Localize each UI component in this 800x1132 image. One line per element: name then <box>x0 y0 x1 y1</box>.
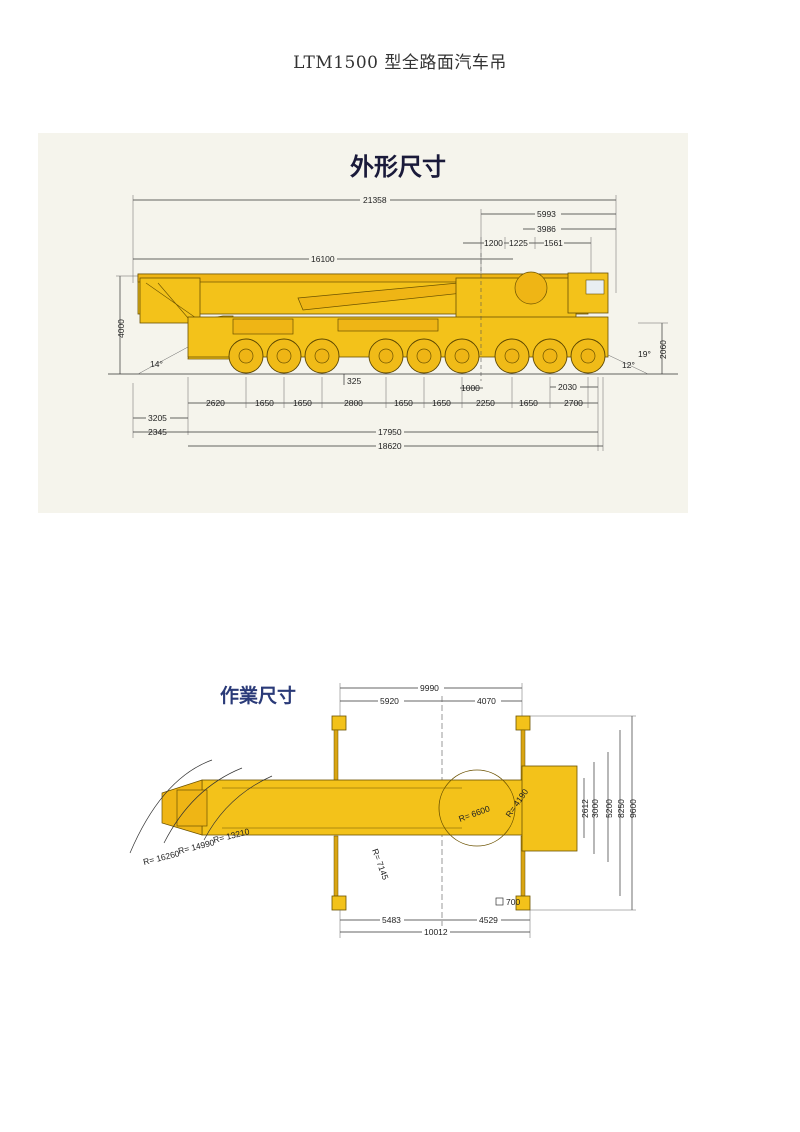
slew-ring <box>438 769 516 847</box>
dim-18620: 18620 <box>378 441 402 451</box>
axle-spacing-2: 1650 <box>255 398 274 408</box>
dim-2612: 2612 <box>580 799 590 818</box>
dim-4529: 4529 <box>479 915 498 925</box>
radius-14990: R= 14990 <box>177 837 216 856</box>
figure2-title: 作業尺寸 <box>220 684 296 707</box>
axle-spacing-6: 1650 <box>432 398 451 408</box>
dim-4070: 4070 <box>477 696 496 706</box>
dim-1000: 1000 <box>461 383 480 393</box>
dim-2345: 2345 <box>148 427 167 437</box>
dim-1561: 1561 <box>544 238 563 248</box>
axle-spacing-7: 2250 <box>476 398 495 408</box>
axle-spacing-8: 1650 <box>519 398 538 408</box>
dim-9990: 9990 <box>420 683 439 693</box>
dim-overall-length: 21358 <box>363 195 387 205</box>
dim-5993: 5993 <box>537 209 556 219</box>
document-title: LTM1500 型全路面汽车吊 <box>293 53 507 73</box>
axle-spacing-1: 2620 <box>206 398 225 408</box>
dim-9600: 9600 <box>628 799 638 818</box>
dim-700: 700 <box>506 897 520 907</box>
dim-10012: 10012 <box>424 927 448 937</box>
dim-3000: 3000 <box>590 799 600 818</box>
dim-5483: 5483 <box>382 915 401 925</box>
dim-height-4000: 4000 <box>116 319 126 338</box>
dim-5920: 5920 <box>380 696 399 706</box>
axle-spacing-9: 2700 <box>564 398 583 408</box>
boom-top <box>201 779 543 836</box>
axle-spacing-4: 2800 <box>344 398 363 408</box>
radius-7145: R= 7145 <box>370 847 391 881</box>
dim-3986: 3986 <box>537 224 556 234</box>
radius-16260: R= 16260 <box>142 848 181 867</box>
dim-1200: 1200 <box>484 238 503 248</box>
pad-700-marker <box>495 897 504 906</box>
winch <box>514 271 548 305</box>
dim-3205: 3205 <box>148 413 167 423</box>
dim-height-2060: 2060 <box>658 340 668 359</box>
dim-8250: 8250 <box>616 799 626 818</box>
angle-19: 19° <box>638 349 651 359</box>
crane-side-view <box>137 253 609 381</box>
dim-ground-clearance: 325 <box>347 376 361 386</box>
dim-2030: 2030 <box>558 382 577 392</box>
dim-17950: 17950 <box>378 427 402 437</box>
figure1-title: 外形尺寸 <box>350 153 446 181</box>
outline-dimensions-figure: 外形尺寸 21358 5993 3986 1200 1225 1561 1610… <box>38 133 688 513</box>
axle-spacing-3: 1650 <box>293 398 312 408</box>
dim-5200: 5200 <box>604 799 614 818</box>
dim-1225: 1225 <box>509 238 528 248</box>
crane-top-view <box>161 765 578 852</box>
dim-16100: 16100 <box>311 254 335 264</box>
working-dimensions-figure: 作業尺寸 9990 5920 4070 R= 16260 R= 14990 <box>122 668 656 978</box>
axle-spacing-5: 1650 <box>394 398 413 408</box>
angle-12: 12° <box>622 360 635 370</box>
outriggers <box>331 715 531 911</box>
wheels <box>228 338 606 374</box>
counterweight <box>521 765 578 852</box>
